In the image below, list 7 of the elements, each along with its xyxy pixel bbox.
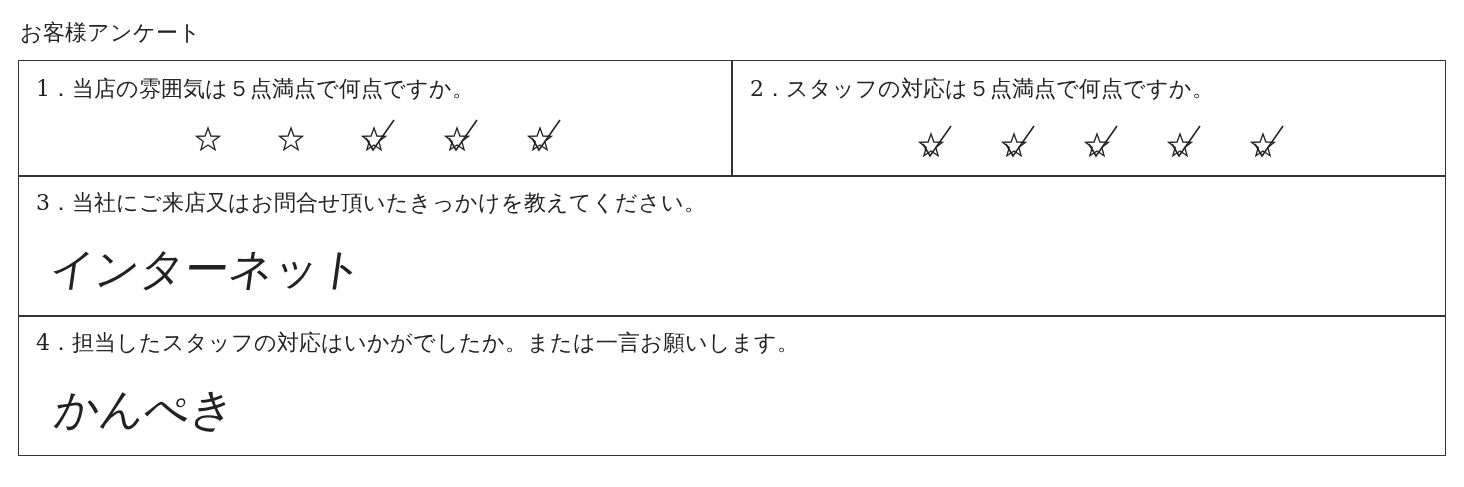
handwritten-answer: インターネット — [45, 242, 369, 296]
form-title: お客様アンケート — [20, 19, 201, 47]
question-text: 1．当店の雰囲気は５点満点で何点ですか。 — [36, 75, 474, 103]
question-text: 3．当社にご来店又はお問合せ頂いたきっかけを教えてください。 — [36, 189, 706, 217]
question-text: 2．スタッフの対応は５点満点で何点ですか。 — [750, 75, 1214, 103]
question-text: 4．担当したスタッフの対応はいかがでしたか。または一言お願いします。 — [36, 329, 799, 357]
handwritten-answer: かんぺき — [50, 382, 240, 436]
